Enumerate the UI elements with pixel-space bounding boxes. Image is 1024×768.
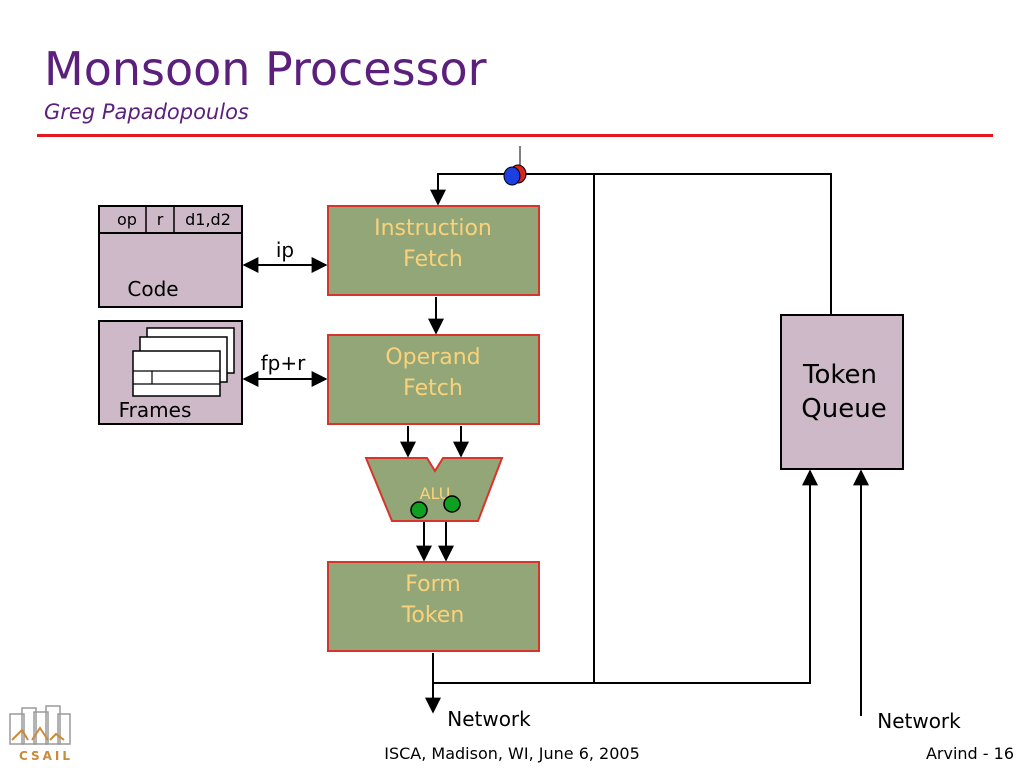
- operand-fetch-label-2: Fetch: [403, 376, 463, 401]
- operand-fetch-block: Operand Fetch: [327, 334, 540, 425]
- token-queue-label-2: Queue: [801, 394, 886, 424]
- alu-block: ALU: [364, 457, 504, 522]
- alu-token-right: [443, 495, 461, 513]
- network-in-label: Network: [877, 709, 961, 733]
- footer-page-number: Arvind - 16: [925, 744, 1014, 763]
- slide-subtitle: Greg Papadopoulos: [44, 100, 249, 124]
- logo-text: CSAIL: [19, 749, 73, 763]
- fp-r-label: fp+r: [261, 351, 306, 375]
- title-divider: [37, 134, 993, 137]
- code-memory: op r d1,d2 Code: [98, 205, 243, 308]
- instruction-fetch-block: Instruction Fetch: [327, 205, 540, 296]
- instruction-fetch-label-1: Instruction: [374, 216, 492, 241]
- token-queue-label-1: Token: [802, 360, 877, 390]
- code-field-d1d2: d1,d2: [185, 210, 231, 229]
- ip-label: ip: [276, 238, 294, 262]
- code-field-r: r: [157, 210, 164, 229]
- frames-memory: Frames: [98, 320, 243, 425]
- token-queue-block: Token Queue: [780, 314, 904, 470]
- operand-fetch-label-1: Operand: [385, 345, 480, 370]
- form-token-label-1: Form: [405, 572, 460, 597]
- footer-venue: ISCA, Madison, WI, June 6, 2005: [384, 744, 640, 763]
- alu-token-left: [410, 501, 428, 519]
- code-label: Code: [127, 277, 178, 301]
- network-out-label: Network: [447, 707, 531, 731]
- slide-title: Monsoon Processor: [44, 42, 487, 96]
- csail-logo: CSAIL: [9, 705, 73, 763]
- form-token-block: Form Token: [327, 561, 540, 652]
- instruction-fetch-label-2: Fetch: [403, 247, 463, 272]
- frames-label: Frames: [119, 398, 192, 422]
- form-token-label-2: Token: [401, 603, 465, 628]
- alu-label: ALU: [420, 484, 451, 503]
- loop-queue-to-if: [430, 173, 832, 315]
- ft-output-line: [432, 469, 818, 684]
- token-blue: [503, 166, 521, 186]
- code-field-op: op: [117, 210, 137, 229]
